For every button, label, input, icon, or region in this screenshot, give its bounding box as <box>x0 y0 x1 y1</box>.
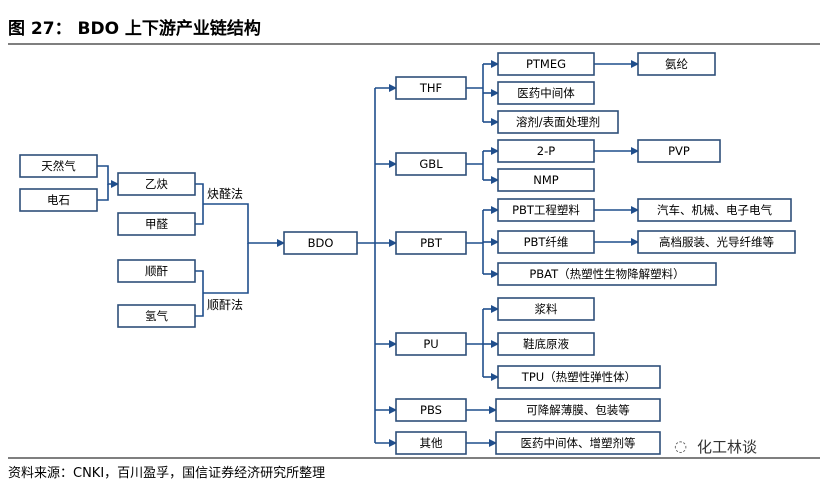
edge-shungan-to-bdo <box>203 243 249 294</box>
svg-text:医药中间体、增塑剂等: 医药中间体、增塑剂等 <box>521 436 636 450</box>
node-2p: 2-P <box>497 139 595 163</box>
edge-reppe-to-bdo <box>203 203 285 247</box>
svg-text:高档服装、光导纤维等: 高档服装、光导纤维等 <box>659 235 774 249</box>
svg-text:浆料: 浆料 <box>535 302 558 316</box>
svg-text:可降解薄膜、包装等: 可降解薄膜、包装等 <box>526 403 630 417</box>
node-tianranqi: 天然气 <box>19 154 98 178</box>
svg-text:PBT工程塑料: PBT工程塑料 <box>512 203 580 217</box>
node-pbt-plastic: PBT工程塑料 <box>497 198 595 222</box>
svg-text:乙炔: 乙炔 <box>145 177 168 191</box>
svg-text:PBAT（热塑性生物降解塑料）: PBAT（热塑性生物降解塑料） <box>529 267 684 281</box>
svg-text:2-P: 2-P <box>537 144 555 158</box>
svg-text:GBL: GBL <box>419 157 443 171</box>
svg-text:THF: THF <box>419 81 442 95</box>
node-gbl: GBL <box>395 152 467 176</box>
page-title: 图 27： BDO 上下游产业链结构 <box>8 19 261 39</box>
node-pu: PU <box>395 332 467 356</box>
svg-text:PU: PU <box>423 337 438 351</box>
node-thf: THF <box>395 76 467 100</box>
svg-text:NMP: NMP <box>533 173 559 187</box>
node-nmp: NMP <box>497 168 595 192</box>
wechat-icon: ◌ <box>674 437 688 455</box>
node-jiaquan: 甲醛 <box>117 212 196 236</box>
node-pbt-fiber: PBT纤维 <box>497 230 595 254</box>
node-other-use: 医药中间体、增塑剂等 <box>495 431 661 455</box>
node-dianshi: 电石 <box>19 188 98 212</box>
node-pbt: PBT <box>395 231 467 255</box>
edge-dianshi-yique <box>97 184 109 201</box>
node-ptmeg: PTMEG <box>497 52 595 76</box>
svg-text:PBS: PBS <box>420 403 442 417</box>
edge-tianranqi-yique <box>97 165 119 188</box>
svg-text:医药中间体: 医药中间体 <box>517 86 575 100</box>
svg-text:TPU（热塑性弹性体）: TPU（热塑性弹性体） <box>521 370 636 384</box>
edge-yique-merge <box>195 183 204 225</box>
svg-text:其他: 其他 <box>420 436 443 450</box>
node-pvp: PVP <box>637 139 721 163</box>
node-rongji: 溶剂/表面处理剂 <box>497 110 619 134</box>
node-clothing: 高档服装、光导纤维等 <box>637 230 796 254</box>
svg-text:汽车、机械、电子电气: 汽车、机械、电子电气 <box>657 203 772 217</box>
svg-text:电石: 电石 <box>47 193 70 207</box>
label-shungan-method: 顺酐法 <box>207 298 243 312</box>
node-shungan: 顺酐 <box>117 259 196 283</box>
node-yiyao: 医药中间体 <box>497 81 595 105</box>
label-reppe-method: 炔醛法 <box>207 186 243 201</box>
svg-text:PVP: PVP <box>668 144 690 158</box>
svg-text:氢气: 氢气 <box>145 309 168 323</box>
node-yique: 乙炔 <box>117 172 196 196</box>
top-divider <box>8 43 820 45</box>
node-pbs: PBS <box>395 398 467 422</box>
node-xiedi: 鞋底原液 <box>497 332 595 356</box>
svg-text:顺酐: 顺酐 <box>145 264 168 278</box>
svg-text:天然气: 天然气 <box>41 159 76 173</box>
svg-text:溶剂/表面处理剂: 溶剂/表面处理剂 <box>516 115 600 129</box>
node-pbat: PBAT（热塑性生物降解塑料） <box>497 262 717 286</box>
svg-text:氨纶: 氨纶 <box>665 57 688 71</box>
node-auto: 汽车、机械、电子电气 <box>637 198 792 222</box>
brand-watermark: 化工林谈 <box>697 438 758 456</box>
edge-shungan-merge <box>195 270 204 317</box>
source-note: 资料来源：CNKI，百川盈孚，国信证券经济研究所整理 <box>8 466 326 481</box>
node-anlun: 氨纶 <box>637 52 716 76</box>
svg-text:甲醛: 甲醛 <box>145 217 168 231</box>
node-bdo: BDO <box>283 231 358 255</box>
svg-text:PTMEG: PTMEG <box>526 57 566 71</box>
bottom-divider <box>8 457 820 459</box>
node-other: 其他 <box>395 431 467 455</box>
node-jiangliao: 浆料 <box>497 297 595 321</box>
node-film: 可降解薄膜、包装等 <box>495 398 661 422</box>
node-qingqi: 氢气 <box>117 304 196 328</box>
edges <box>97 60 639 447</box>
svg-text:鞋底原液: 鞋底原液 <box>523 337 569 351</box>
node-tpu: TPU（热塑性弹性体） <box>497 365 661 389</box>
svg-text:PBT纤维: PBT纤维 <box>524 235 569 249</box>
svg-text:BDO: BDO <box>308 236 334 250</box>
svg-text:PBT: PBT <box>420 236 443 250</box>
